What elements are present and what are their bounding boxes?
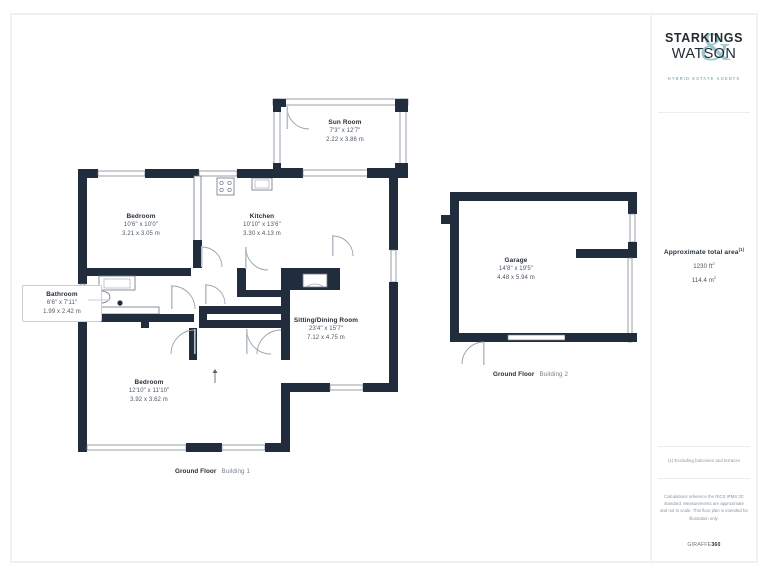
room-dimensions-metric: 3.21 x 3.05 m [122, 230, 160, 237]
calculation-disclaimer: Calculations reference the RICS IPMS 3C … [660, 494, 748, 521]
room-dimensions-imperial: 6'6" x 7'11" [46, 300, 78, 306]
room-label-bathroom: Bathroom 6'6" x 7'11" 1.99 x 2.42 m [22, 285, 102, 323]
total-area-title: Approximate total area(1) [652, 247, 756, 256]
provider-credit: GIRAFFE360 [652, 542, 756, 548]
room-label-sun-room: Sun Room 7'3" x 12'7" 2.22 x 3.86 m [326, 118, 364, 144]
brand-tagline: HYBRID ESTATE AGENTS [667, 76, 741, 81]
page-frame [10, 13, 758, 563]
room-name: Kitchen [249, 213, 275, 220]
total-area-imperial-value: 1230 ft [693, 264, 713, 271]
plan-vector [78, 98, 637, 452]
room-dimensions-metric: 4.48 x 5.94 m [497, 274, 535, 281]
room-dimensions-metric: 3.92 x 3.62 m [130, 396, 168, 403]
imperial-unit-exponent: 2 [712, 261, 715, 267]
sidebar-rule-3 [658, 478, 750, 479]
room-name: Bedroom [134, 379, 164, 386]
floor-caption-building-1: Ground Floor Building 1 [175, 468, 250, 475]
floor-caption-floor: Ground Floor [175, 468, 217, 475]
floor-plan-drawing: Sun Room 7'3" x 12'7" 2.22 x 3.86 m Bedr… [22, 98, 637, 475]
bathroom-leader-line [88, 299, 110, 301]
sidebar-rule-2 [658, 446, 750, 447]
room-label-kitchen: Kitchen 10'10" x 13'6" 3.30 x 4.13 m [243, 212, 281, 238]
room-dimensions-imperial: 7'3" x 12'7" [329, 128, 361, 134]
floor-caption-floor: Ground Floor [493, 371, 535, 378]
room-name: Sun Room [328, 119, 362, 126]
metric-unit-exponent: 2 [713, 275, 717, 281]
building-1-outer-walls [78, 169, 398, 452]
doors [170, 235, 354, 383]
sidebar-rule-1 [658, 112, 750, 113]
room-dimensions-metric: 1.99 x 2.42 m [43, 308, 81, 315]
room-label-bedroom-bottom: Bedroom 12'10" x 11'10" 3.92 x 3.62 m [129, 378, 170, 404]
floor-caption-building: Building 2 [539, 371, 569, 378]
brand-logo: & STARKINGS WATSON HYBRID ESTATE AGENTS [652, 27, 756, 82]
room-label-garage: Garage 14'8" x 19'5" 4.48 x 5.94 m [497, 256, 535, 282]
room-name: Sitting/Dining Room [293, 317, 359, 324]
building-1-internal-walls [78, 175, 290, 360]
room-dimensions-metric: 7.12 x 4.75 m [307, 334, 345, 341]
room-dimensions-imperial: 23'4" x 15'7" [308, 326, 344, 332]
room-name: Bedroom [126, 213, 156, 220]
room-label-bedroom-top: Bedroom 10'6" x 10'0" 3.21 x 3.05 m [122, 212, 160, 238]
exclusion-footnote: (1) Excluding balconies and terraces [667, 458, 741, 463]
brand-line-1: STARKINGS [664, 31, 744, 45]
brand-line-2: WATSON [671, 46, 737, 62]
ampersand-glyph: & [700, 24, 732, 69]
room-name: Garage [504, 257, 528, 264]
room-name: Bathroom [46, 291, 78, 298]
total-area-imperial: 1230 ft2 [652, 261, 756, 270]
total-area-title-text: Approximate total area [663, 249, 739, 257]
floor-caption-building: Building 1 [221, 468, 251, 475]
provider-suffix: 360 [711, 542, 721, 548]
provider-name: GIRAFFE [687, 542, 712, 548]
sitting-room-fixtures [290, 268, 340, 290]
total-area-footnote-marker: (1) [738, 247, 745, 252]
room-label-sitting-dining-room: Sitting/Dining Room 23'4" x 15'7" 7.12 x… [294, 316, 358, 342]
info-sidebar: & STARKINGS WATSON HYBRID ESTATE AGENTS … [652, 15, 756, 561]
floor-caption-building-2: Ground Floor Building 2 [493, 371, 568, 378]
total-area-metric: 114.4 m2 [652, 275, 756, 284]
total-area-metric-value: 114.4 m [691, 278, 714, 285]
room-dimensions-imperial: 10'6" x 10'0" [123, 222, 159, 228]
room-dimensions-metric: 2.22 x 3.86 m [326, 136, 364, 143]
total-area-block: Approximate total area(1) 1230 ft2 114.4… [652, 247, 756, 284]
room-dimensions-imperial: 12'10" x 11'10" [128, 388, 170, 394]
room-dimensions-imperial: 14'8" x 19'5" [498, 266, 534, 272]
building-2-walls [441, 192, 637, 365]
room-dimensions-metric: 3.30 x 4.13 m [243, 230, 281, 237]
sidebar-divider [650, 13, 652, 563]
room-dimensions-imperial: 10'10" x 13'6" [243, 222, 281, 228]
kitchen-fixtures [216, 176, 273, 196]
